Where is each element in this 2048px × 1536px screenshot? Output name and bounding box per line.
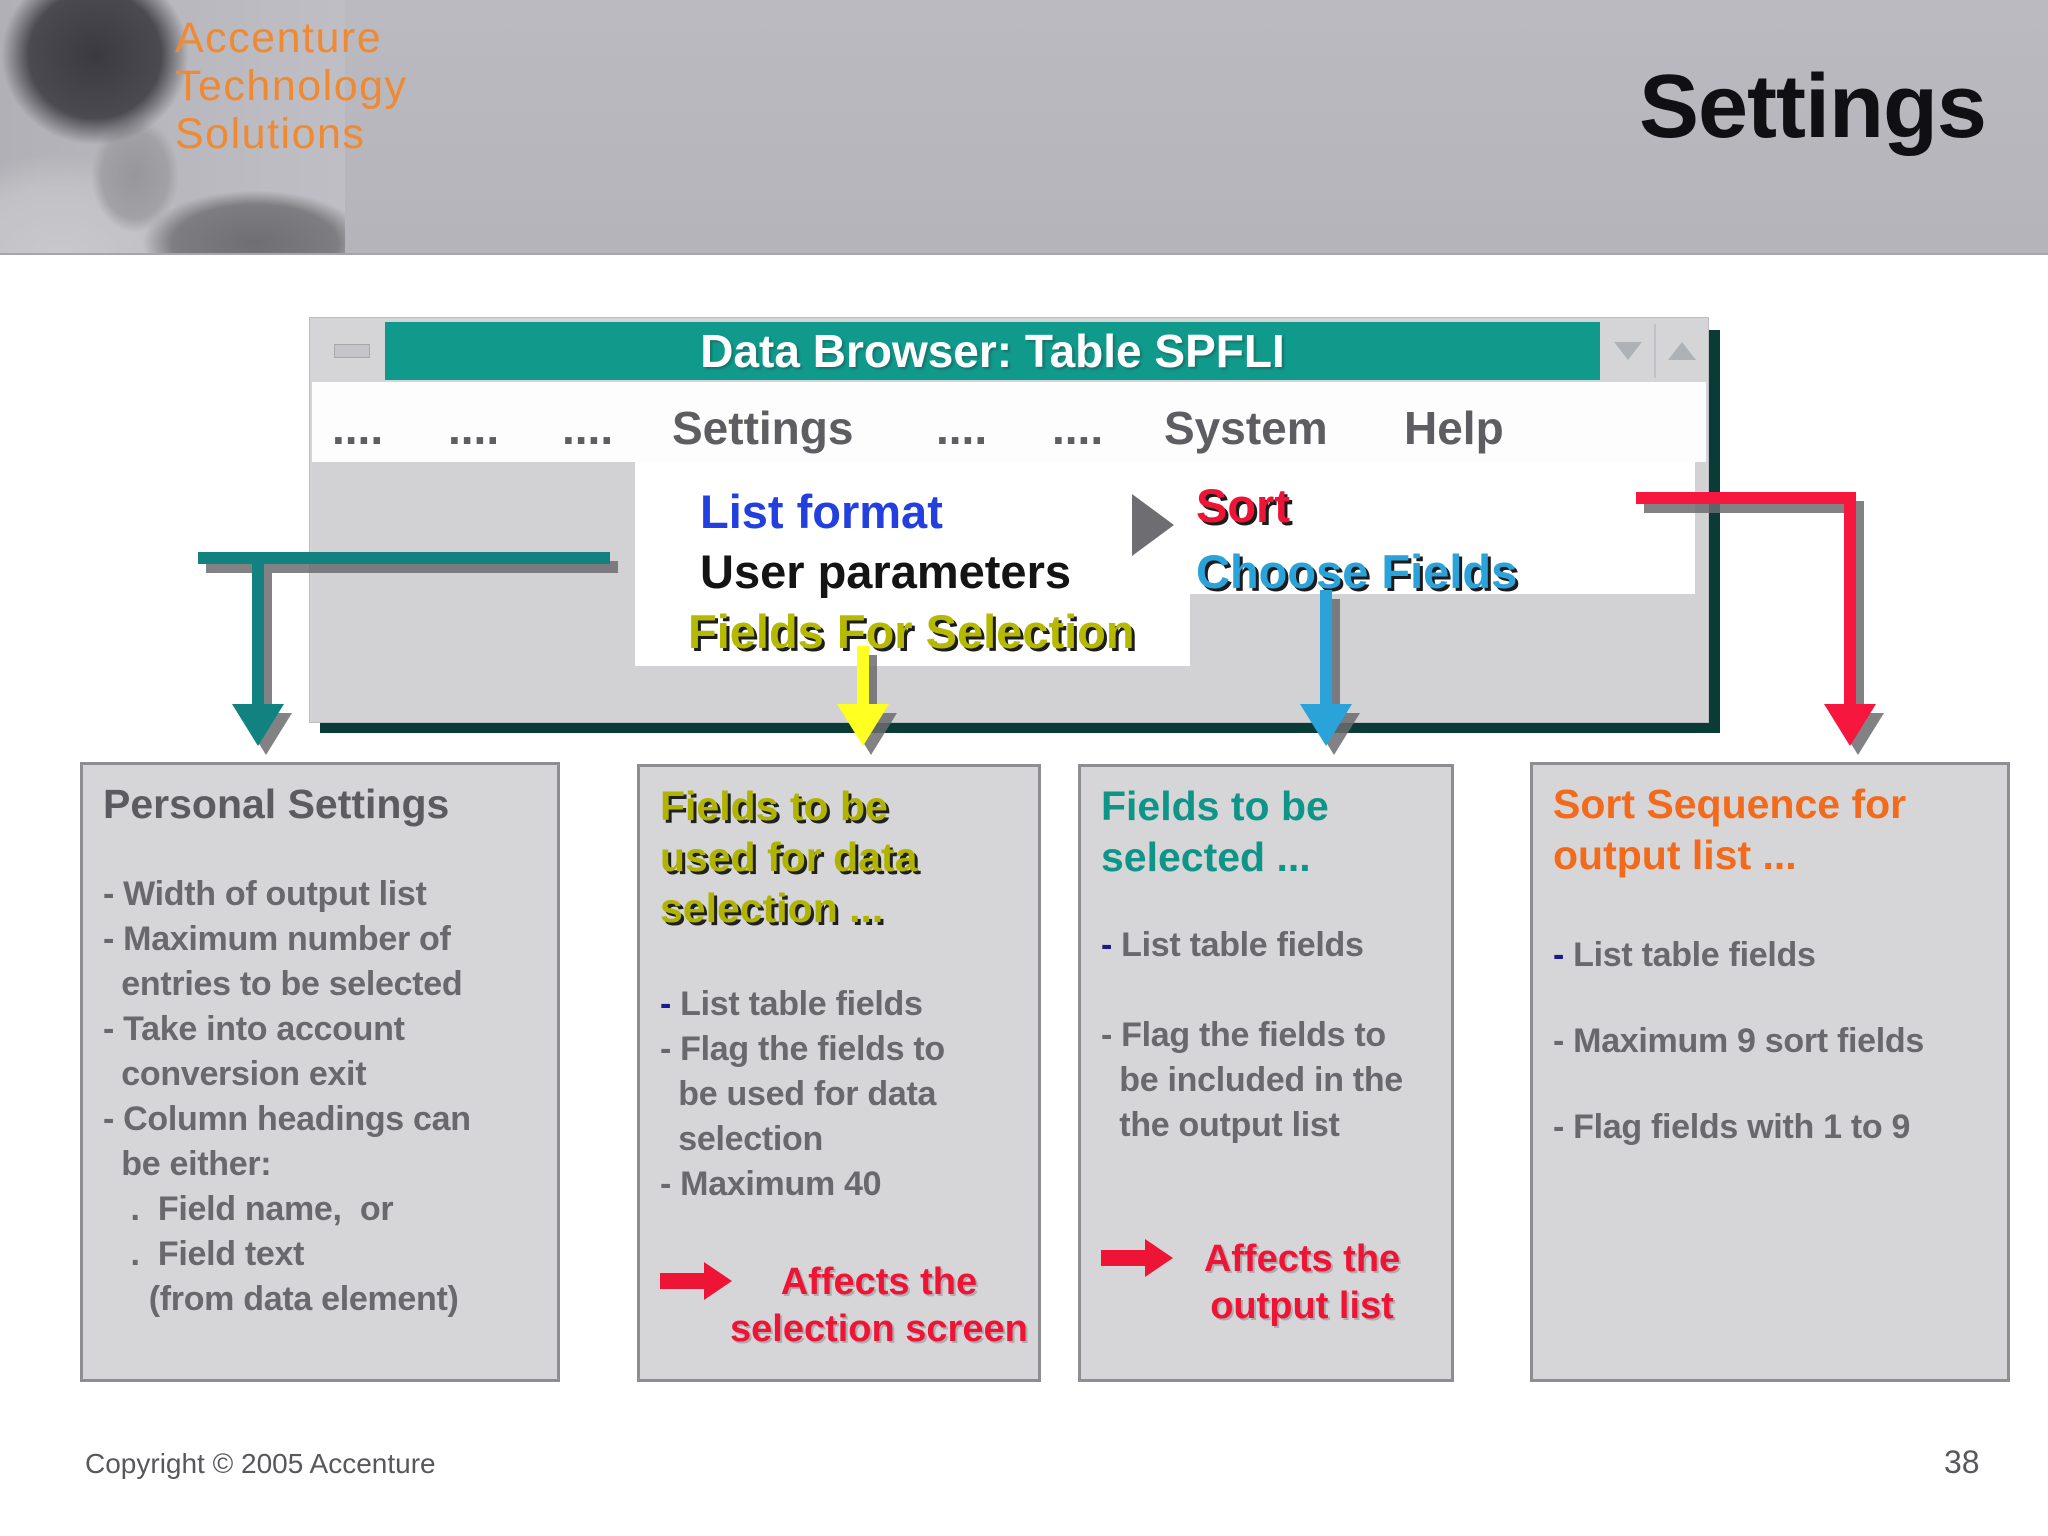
box-body: - List table fields- Flag the fields to …	[660, 982, 1020, 1207]
logo-line: Accenture	[175, 14, 383, 62]
accenture-logo: Accenture Technology Solutions	[175, 14, 408, 158]
triangle-up-icon	[1668, 342, 1696, 360]
text-line: output list ...	[1553, 832, 1797, 878]
text-line: (from data element)	[103, 1280, 459, 1318]
text-line: - Maximum 40	[660, 1165, 882, 1203]
text-line: - Flag the fields to	[1101, 1016, 1386, 1054]
text-line: Personal Settings	[103, 781, 450, 827]
red-right-arrow-icon	[1101, 1239, 1173, 1277]
menu-item-system[interactable]: System	[1164, 402, 1328, 454]
minimize-icon[interactable]	[334, 344, 370, 358]
text-line: entries to be selected	[103, 965, 463, 1003]
box-title: Fields to be used for data selection ...	[660, 781, 1020, 934]
text-line: - Width of output list	[103, 875, 427, 913]
logo-line: Solutions	[175, 110, 366, 158]
scroll-down-button[interactable]	[1602, 324, 1656, 378]
affects-note: Affects the output list	[1101, 1236, 1433, 1330]
text-line: - List table fields	[1553, 936, 1816, 974]
submenu-item-sort[interactable]: Sort	[1196, 479, 1290, 532]
text-line: be used for data	[660, 1075, 937, 1113]
sort-sequence-box: Sort Sequence for output list ... - List …	[1530, 762, 2010, 1382]
text-line: be included in the	[1101, 1061, 1403, 1099]
dropdown-item-list-format[interactable]: List format	[700, 485, 943, 538]
menu-item-dots-3[interactable]: ....	[562, 402, 614, 454]
text-line: Affects the	[780, 1261, 978, 1303]
text-line: selection screen	[730, 1308, 1028, 1350]
woman-laptop-photo	[0, 0, 345, 253]
text-line: be either:	[103, 1145, 272, 1183]
submenu-arrow-icon	[1132, 494, 1174, 556]
fields-for-data-selection-box: Fields to be used for data selection ... -…	[637, 764, 1041, 1382]
menu-bar	[312, 382, 1706, 462]
text-line: selection	[660, 1120, 823, 1158]
text-line: the output list	[1101, 1106, 1340, 1144]
text-line: - Take into account	[103, 1010, 405, 1048]
text-line: - Maximum 9 sort fields	[1553, 1022, 1924, 1060]
submenu-item-choose-fields[interactable]: Choose Fields	[1196, 545, 1518, 598]
window-title: Data Browser: Table SPFLI	[700, 325, 1285, 377]
text-line: . Field name, or	[103, 1190, 394, 1228]
text-line: - Flag the fields to	[660, 1030, 945, 1068]
window-shadow-bottom	[320, 722, 1720, 733]
personal-settings-box: Personal Settings - Width of output list…	[80, 762, 560, 1382]
box-body: - List table fields - Maximum 9 sort fiel…	[1553, 933, 1989, 1150]
menu-item-settings[interactable]: Settings	[672, 402, 854, 454]
affects-text: Affects the selection screen	[730, 1259, 1028, 1353]
text-line: Affects the	[1203, 1238, 1401, 1280]
dropdown-item-fields-for-selection[interactable]: Fields For Selection	[688, 605, 1135, 658]
text-line: Fields to be	[1101, 783, 1329, 829]
window-titlebar[interactable]: Data Browser: Table SPFLI	[385, 322, 1600, 380]
text-line: - List table fields	[660, 985, 923, 1023]
text-line	[1101, 968, 1433, 1013]
box-body: - Width of output list - Maximum number o…	[103, 872, 539, 1322]
text-line: - List table fields	[1101, 926, 1364, 964]
text-line: output list	[1210, 1285, 1394, 1327]
menu-item-dots-4[interactable]: ....	[936, 402, 988, 454]
red-right-arrow-icon	[660, 1262, 732, 1300]
page-title: Settings	[1638, 57, 1987, 157]
fields-to-be-selected-box: Fields to be selected ... - List table fi…	[1078, 764, 1454, 1382]
triangle-down-icon	[1614, 342, 1642, 360]
logo-line: Technology	[175, 62, 408, 110]
box-body: - List table fields- Flag the fields to …	[1101, 923, 1433, 1148]
copyright-text: Copyright © 2005 Accenture	[85, 1448, 436, 1479]
scroll-up-button[interactable]	[1656, 324, 1708, 378]
text-line: Sort Sequence for	[1553, 781, 1907, 827]
header-banner: Accenture Technology Solutions Settings	[0, 0, 2048, 255]
menu-item-dots-1[interactable]: ....	[332, 402, 384, 454]
box-title: Personal Settings	[103, 779, 539, 830]
text-line: . Field text	[103, 1235, 305, 1273]
affects-text: Affects the output list	[1171, 1236, 1433, 1330]
text-line: Fields to be	[660, 783, 888, 829]
text-line: - Maximum number of	[103, 920, 451, 958]
box-title: Fields to be selected ...	[1101, 781, 1433, 883]
text-line: selected ...	[1101, 834, 1311, 880]
box-title: Sort Sequence for output list ...	[1553, 779, 1989, 881]
text-line: conversion exit	[103, 1055, 367, 1093]
affects-note: Affects the selection screen	[660, 1259, 1028, 1353]
dropdown-item-user-parameters[interactable]: User parameters	[700, 545, 1071, 598]
window-shadow-right	[1708, 330, 1720, 732]
settings-dropdown-panel-lower	[635, 594, 1190, 666]
text-line: - Flag fields with 1 to 9	[1553, 1108, 1911, 1146]
text-line: - Column headings can	[103, 1100, 471, 1138]
page-number: 38	[1944, 1444, 1980, 1480]
menu-item-dots-2[interactable]: ....	[448, 402, 500, 454]
menu-item-dots-5[interactable]: ....	[1052, 402, 1104, 454]
menu-item-help[interactable]: Help	[1404, 402, 1504, 454]
text-line: selection ...	[660, 885, 884, 931]
text-line: used for data	[660, 834, 918, 880]
